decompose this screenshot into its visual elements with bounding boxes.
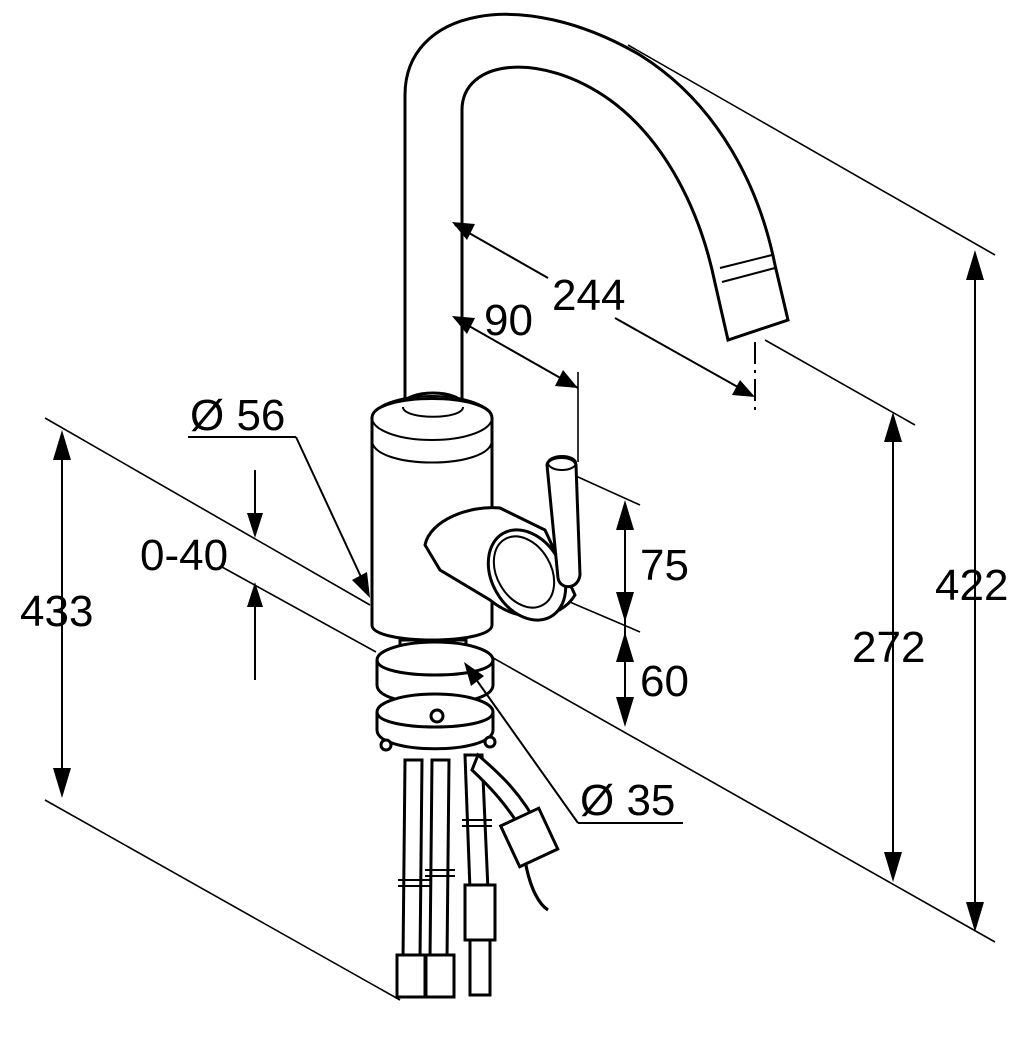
- dim-60-label: 60: [640, 657, 689, 706]
- dimension-lines: [53, 222, 984, 932]
- dim-422-label: 422: [935, 561, 1008, 610]
- spout: [403, 12, 790, 407]
- dim-75-label: 75: [640, 541, 689, 590]
- dim-0-40-label: 0-40: [140, 531, 228, 580]
- lever-handle: [545, 456, 582, 589]
- extension-lines: [44, 44, 996, 1001]
- dim-433-label: 433: [20, 587, 93, 636]
- dim-90-label: 90: [484, 296, 533, 345]
- dim-d35-label: Ø 35: [580, 776, 675, 825]
- dim-d56-label: Ø 56: [190, 391, 285, 440]
- dim-272-label: 272: [852, 623, 925, 672]
- dim-244-label: 244: [552, 271, 625, 320]
- supply-hoses: [395, 752, 560, 999]
- faucet-illustration: [370, 12, 790, 999]
